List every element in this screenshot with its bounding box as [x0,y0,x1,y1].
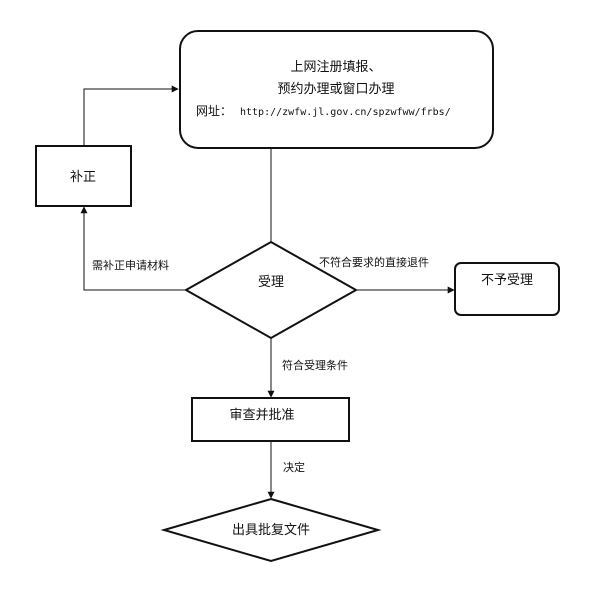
reject-label: 不予受理 [481,273,533,288]
edge-correction-to-register [83,85,179,145]
edge-label-compliant: 符合受理条件 [282,358,348,372]
node-correction: 补正 [35,145,132,207]
edge-accept-to-correction [80,206,186,291]
edge-label-decision: 决定 [283,460,305,474]
register-url-label: 网址： [196,104,232,118]
edge-label-need-correction: 需补正申请材料 [92,258,169,272]
accept-label: 受理 [258,275,284,290]
register-line2: 预约办理或窗口办理 [277,81,394,97]
node-review: 审查并批准 [191,397,350,442]
review-label: 审查并批准 [229,408,294,423]
node-issue: 出具批复文件 [160,497,382,563]
correction-label: 补正 [70,170,96,185]
node-register: 上网注册填报、 预约办理或窗口办理 网址： http://zwfw.jl.gov… [179,30,494,149]
node-accept: 受理 [183,240,359,340]
node-reject: 不予受理 [454,262,560,316]
issue-label: 出具批复文件 [232,523,310,538]
register-line1: 上网注册填报、 [290,60,381,75]
register-url-link[interactable]: http://zwfw.jl.gov.cn/spzwfww/frbs/ [240,107,451,118]
edge-label-not-compliant: 不符合要求的直接退件 [319,255,429,269]
